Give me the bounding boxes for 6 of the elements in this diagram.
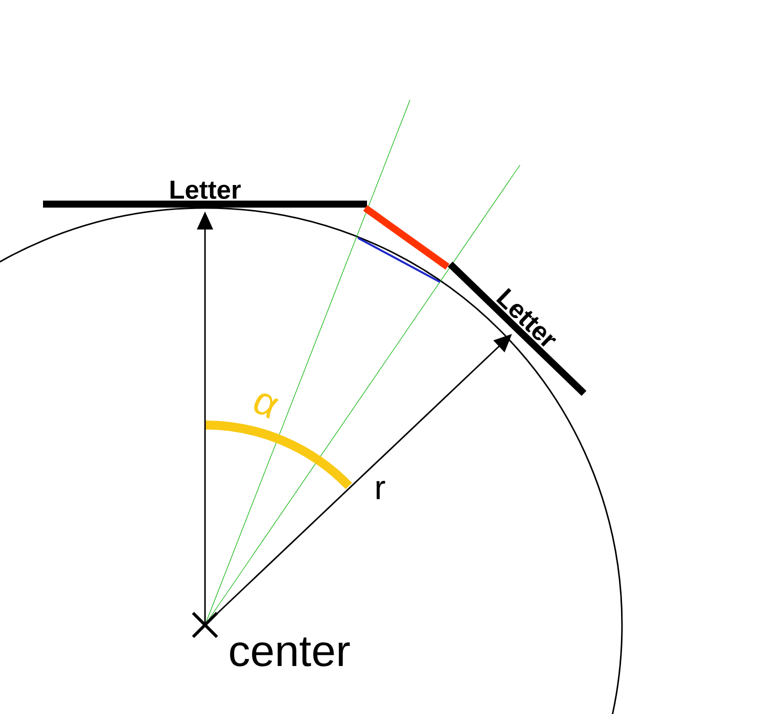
- radius-label: r: [376, 480, 386, 500]
- chord-segment: [363, 205, 450, 270]
- node-label: Letter: [170, 180, 241, 199]
- letter-bar: Letter: [43, 180, 367, 208]
- angle-label: α: [254, 394, 279, 419]
- center-label: center: [230, 638, 350, 666]
